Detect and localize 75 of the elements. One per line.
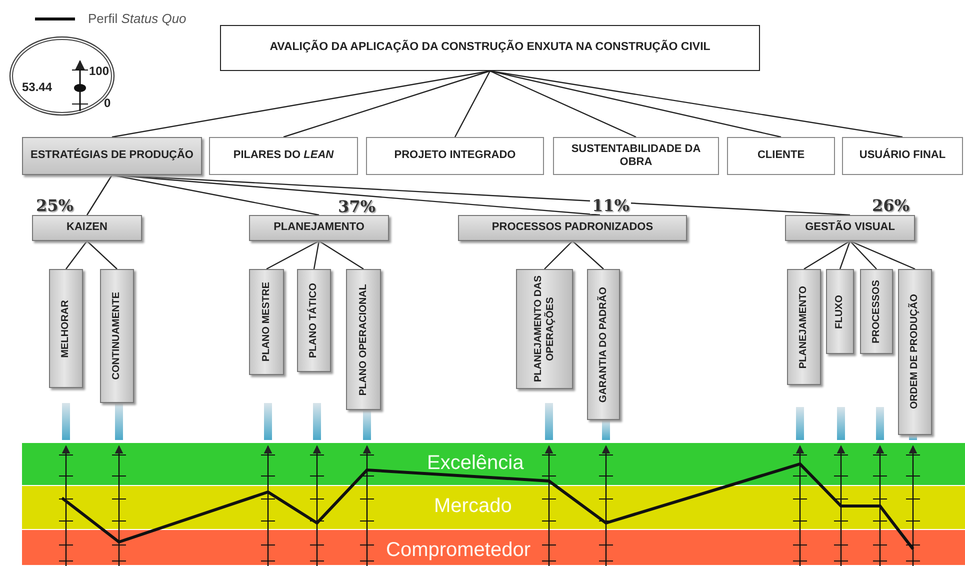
connector-line: [839, 240, 851, 270]
connector-line: [313, 240, 320, 270]
box-label: ORDEM DE PRODUÇÃO: [909, 294, 921, 410]
connector-line: [490, 70, 782, 138]
box-label: PILARES DO LEAN: [233, 149, 334, 163]
box-label: PLANO MESTRE: [260, 282, 272, 362]
band-label: Excelência: [427, 452, 524, 475]
box-label: FLUXO: [834, 294, 846, 328]
connector-line: [112, 174, 320, 216]
category-box: [366, 137, 544, 175]
leaf-box: [100, 269, 134, 403]
connector-line: [66, 240, 88, 270]
box-label: MELHORAR: [60, 300, 72, 358]
leaf-box: [898, 269, 932, 435]
gauge-value: 100: [89, 64, 110, 78]
category-box: [785, 215, 915, 241]
connector-line: [266, 240, 320, 270]
box-label: PLANEJAMENTO DAS OPERAÇÕES: [532, 274, 556, 384]
category-box: [209, 137, 358, 175]
box-label: AVALIÇÃO DA APLICAÇÃO DA CONSTRUÇÃO ENXUTA NA CONSTRUÇÃO CIVIL: [270, 41, 710, 55]
box-label: ESTRATÉGIAS DE PRODUÇÃO: [30, 149, 194, 163]
category-box: [22, 137, 202, 175]
percentage-label: 11%: [590, 198, 632, 214]
connector-line: [850, 240, 916, 270]
box-label: PLANEJAMENTO: [798, 286, 810, 368]
leaf-box: [787, 269, 821, 385]
box-label: CLIENTE: [757, 149, 805, 163]
leaf-box: [860, 269, 893, 354]
connector-line: [490, 70, 636, 138]
box-label: CONTINUAMENTE: [111, 292, 123, 380]
category-box: [727, 137, 835, 175]
gauge-value: 53.44: [22, 80, 52, 94]
leaf-box: [297, 269, 331, 372]
connector-line: [572, 240, 604, 270]
category-box: [842, 137, 963, 175]
connector-line: [318, 240, 364, 270]
leaf-box: [516, 269, 573, 389]
box-label: SUSTENTABILIDADE DA OBRA: [570, 142, 702, 170]
box-label: PROJETO INTEGRADO: [394, 149, 516, 163]
category-box: [553, 137, 719, 175]
box-label: GESTÃO VISUAL: [805, 221, 895, 235]
leaf-box: [346, 269, 381, 410]
category-box: [249, 215, 389, 241]
leaf-box: [826, 269, 854, 354]
box-label: PLANO TÁTICO: [308, 283, 320, 358]
band-label: Mercado: [434, 495, 512, 518]
connector-line: [86, 174, 112, 216]
connector-line: [490, 70, 903, 138]
leaf-box: [249, 269, 284, 375]
percentage-label: 37%: [336, 199, 378, 215]
leaf-box: [49, 269, 83, 388]
connector-line: [283, 70, 490, 138]
band-label: Comprometedor: [386, 539, 531, 562]
title-box: [220, 25, 760, 71]
connector-line: [454, 70, 491, 138]
connector-line: [544, 240, 573, 270]
leaf-box: [587, 269, 620, 420]
legend-text: Perfil Status Quo: [88, 11, 186, 26]
connector-line: [86, 240, 118, 270]
category-box: [32, 215, 142, 241]
box-label: GARANTIA DO PADRÃO: [598, 286, 610, 402]
category-box: [458, 215, 687, 241]
box-label: USUÁRIO FINAL: [859, 149, 946, 163]
gauge-value: 0: [104, 96, 111, 110]
box-label: PLANEJAMENTO: [274, 221, 364, 235]
connector-line: [112, 174, 600, 216]
connector-line: [112, 174, 850, 216]
box-label: PROCESSOS PADRONIZADOS: [492, 221, 654, 235]
box-label: KAIZEN: [66, 221, 108, 235]
box-label: PLANO OPERACIONAL: [358, 284, 370, 396]
connector-line: [804, 240, 850, 270]
connector-line: [850, 240, 877, 270]
box-label: PROCESSOS: [870, 280, 882, 344]
percentage-label: 26%: [870, 198, 912, 214]
percentage-label: 25%: [34, 198, 76, 214]
